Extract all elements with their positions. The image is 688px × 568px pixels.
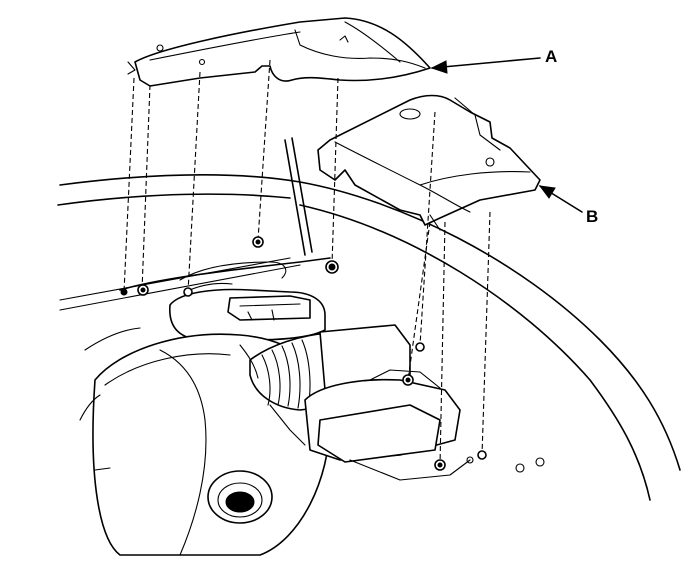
intake-duct — [239, 324, 411, 411]
battery-area — [269, 369, 471, 481]
callout-arrow-a — [430, 57, 541, 74]
callout-label-b: B — [586, 207, 599, 226]
install-guide-lines — [123, 59, 491, 466]
callout-label-a: A — [545, 47, 558, 66]
clips — [120, 236, 487, 471]
wiper-arm — [284, 137, 313, 256]
engine-upper — [169, 288, 326, 341]
cowl-area — [119, 257, 331, 293]
fender-bolts — [466, 456, 545, 473]
callout-arrow-b — [538, 185, 583, 213]
hood-outline — [57, 174, 681, 501]
cover-b — [317, 94, 541, 231]
cover-a — [127, 17, 431, 87]
